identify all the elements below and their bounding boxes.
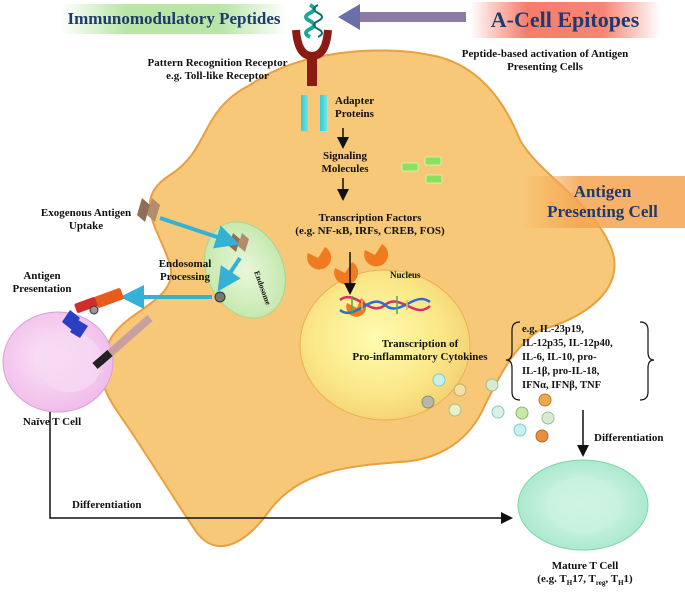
signaling-molecules-icon <box>401 156 443 184</box>
exogenous-line2: Uptake <box>68 220 104 232</box>
exogenous-antigen-label: Exogenous Antigen Uptake <box>26 207 146 233</box>
tf-line2: (e.g. NF-κB, IRFs, CREB, FOS) <box>295 225 445 237</box>
cytokine-item: e.g. IL-23p19, <box>522 324 584 335</box>
banner-peptides-text: Immunomodulatory Peptides <box>67 9 281 28</box>
adapter-line1: Adapter <box>335 95 375 107</box>
arrow-uptake-to-endosome <box>159 216 240 249</box>
cytokine-item: IL-1β, pro-IL-18, <box>522 366 600 377</box>
cytokine-brace-left <box>505 321 521 401</box>
prr-line1: Pattern Recognition Receptor <box>147 57 288 69</box>
banner-apc-line2: Presenting Cell <box>547 202 658 221</box>
adapter-protein-right <box>320 95 327 131</box>
costimulatory-receptor-icon <box>92 314 153 370</box>
exogenous-line1: Exogenous Antigen <box>40 207 132 219</box>
cytokine-list: e.g. IL-23p19, IL-12p35, IL-12p40, IL-6,… <box>522 323 613 393</box>
prr-line2: e.g. Toll-like Receptor <box>166 70 269 82</box>
mhc-tcr-complex-icon <box>62 288 124 338</box>
naive-t-cell-nucleus <box>38 332 102 392</box>
cytokine-item: IL-12p35, IL-12p40, <box>522 338 613 349</box>
adapter-protein-left <box>301 95 308 131</box>
subtitle-line1: Peptide-based activation of Antigen <box>461 48 629 60</box>
endosomal-processing-label: Endosomal Processing <box>150 258 220 284</box>
banner-apc-line1: Antigen <box>573 182 632 201</box>
signaling-line2: Molecules <box>321 163 369 175</box>
endosomal-line2: Processing <box>160 271 210 283</box>
tf-line1: Transcription Factors <box>318 212 422 224</box>
cytokine-brace-right <box>639 321 655 401</box>
signaling-line1: Signaling <box>322 150 368 162</box>
antigen-presentation-label: Antigen Presentation <box>2 270 82 296</box>
endosomal-line1: Endosomal <box>158 258 212 270</box>
adapter-line2: Proteins <box>335 108 374 120</box>
nucleus-label: Nucleus <box>390 270 421 280</box>
mature-line1: Mature T Cell <box>551 560 619 572</box>
banner-antigen-presenting-cell: Antigen Presenting Cell <box>520 176 685 228</box>
toll-like-receptor-icon <box>292 29 332 86</box>
adapter-proteins-label: Adapter Proteins <box>335 95 374 121</box>
banner-a-cell-epitopes: A-Cell Epitopes <box>470 2 660 38</box>
subtitle-line2: Presenting Cells <box>507 61 583 73</box>
dna-helix-icon <box>339 296 431 314</box>
presentation-line2: Presentation <box>12 283 72 295</box>
banner-epitopes-text: A-Cell Epitopes <box>490 7 640 32</box>
signaling-molecules-label: Signaling Molecules <box>310 150 380 176</box>
naive-t-cell-label: Naïve T Cell <box>22 416 82 428</box>
banner-immunomodulatory-peptides: Immunomodulatory Peptides <box>60 4 288 34</box>
prr-label: Pattern Recognition Receptor e.g. Toll-l… <box>130 57 305 83</box>
cytokine-item: IL-6, IL-10, pro- <box>522 352 597 363</box>
transcription-line1: Transcription of <box>381 338 459 350</box>
endosome-peptide-dot <box>214 291 226 303</box>
presentation-line1: Antigen <box>23 270 61 282</box>
mature-line2: (e.g. TH17, Treg, TH1) <box>537 573 633 588</box>
differentiation-bottom-label: Differentiation <box>72 499 142 511</box>
transcription-factors-label: Transcription Factors (e.g. NF-κB, IRFs,… <box>285 212 455 238</box>
arrow-naive-to-mature <box>49 412 513 524</box>
epitope-to-peptide-arrow <box>338 4 466 30</box>
mature-t-cell-label: Mature T Cell (e.g. TH17, Treg, TH1) <box>515 560 655 590</box>
arrow-endosome-processing <box>217 256 242 292</box>
mature-t-cell-nucleus <box>545 477 621 533</box>
subtitle: Peptide-based activation of Antigen Pres… <box>445 48 645 74</box>
peptide-helix-icon <box>304 3 323 39</box>
transcription-line2: Pro-inflammatory Cytokines <box>352 351 488 363</box>
differentiation-right-label: Differentiation <box>594 432 664 444</box>
cytokine-dots <box>421 373 555 443</box>
transcription-cytokines-label: Transcription of Pro-inflammatory Cytoki… <box>340 338 500 364</box>
cytokine-item: IFNα, IFNβ, TNF <box>522 380 602 391</box>
